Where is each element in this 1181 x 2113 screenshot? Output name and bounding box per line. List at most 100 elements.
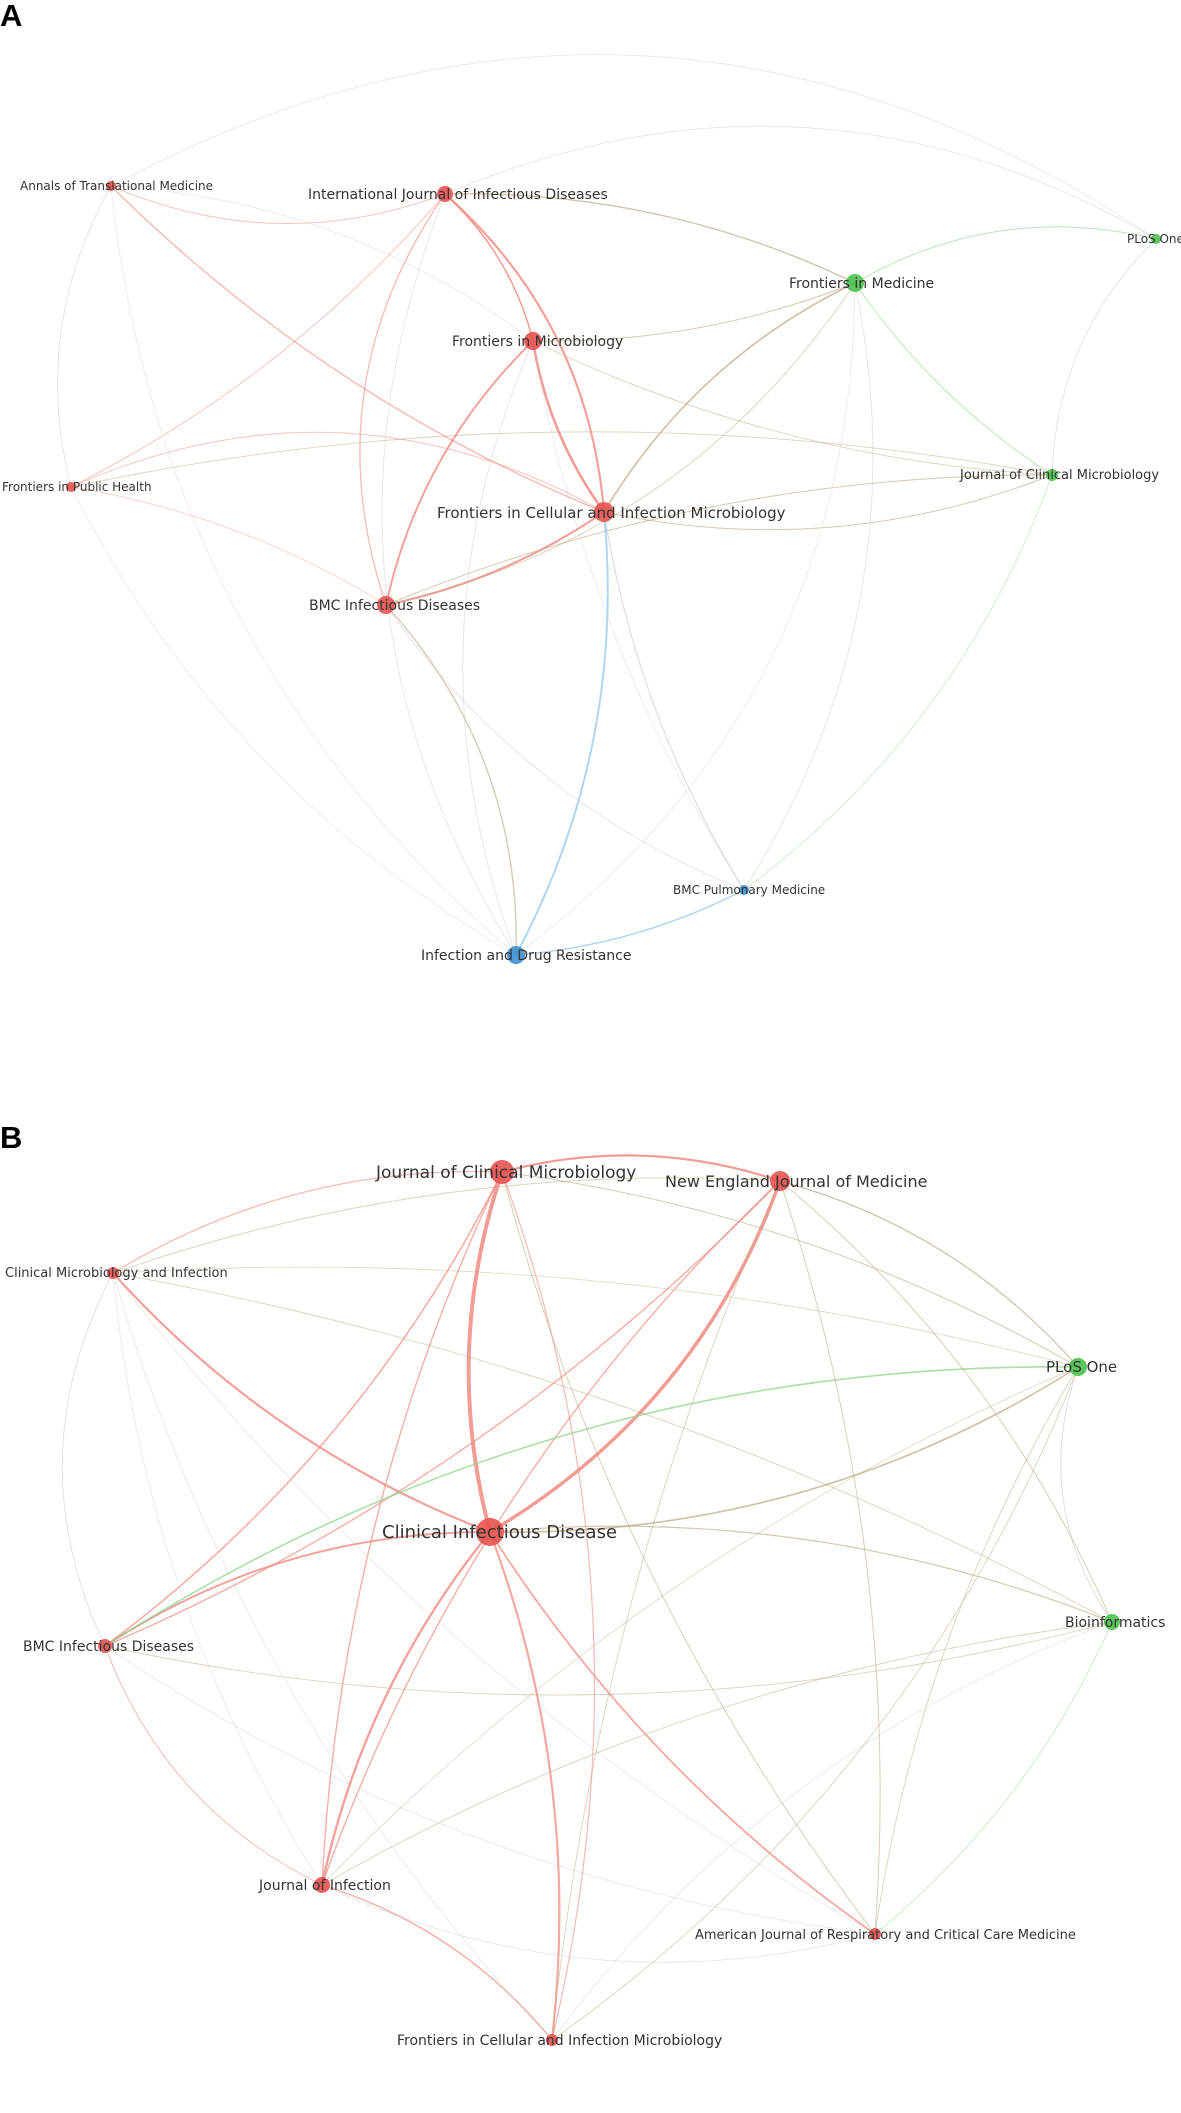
node-bmc-infectious-diseases: BMC Infectious Diseases — [23, 1639, 194, 1655]
edge — [112, 1272, 491, 1534]
node-circle — [1069, 1358, 1087, 1376]
panel-a: A Annals of Translational MedicineIntern… — [0, 0, 1181, 964]
edge — [501, 1171, 596, 2041]
edge — [112, 1272, 876, 1935]
edge — [385, 340, 534, 606]
node-clinical-microbiology-and-infection: Clinical Microbiology and Infection — [5, 1266, 228, 1281]
node-label: New England Journal of Medicine — [665, 1172, 927, 1191]
edge — [104, 1621, 1113, 1696]
edge — [61, 1272, 114, 1647]
edge — [321, 1884, 553, 2041]
node-frontiers-in-medicine: Frontiers in Medicine — [789, 274, 934, 292]
edge — [854, 282, 1053, 476]
edge — [515, 889, 745, 956]
node-annals-of-translational-medicine: Annals of Translational Medicine — [20, 179, 213, 193]
edge — [466, 1171, 504, 1533]
edge — [462, 340, 534, 956]
node-plos-one: PLoS One — [1046, 1358, 1117, 1376]
node-circle — [770, 1171, 790, 1191]
node-circle — [1046, 469, 1058, 481]
edge — [874, 1621, 1113, 1935]
edge — [743, 282, 874, 891]
edge — [444, 125, 1157, 240]
edge — [320, 1531, 491, 1886]
edge — [532, 340, 745, 891]
panel-b-letter: B — [0, 1120, 22, 1155]
node-label: International Journal of Infectious Dise… — [308, 187, 608, 203]
edges-panel-b — [61, 1154, 1113, 2041]
edge — [532, 282, 856, 342]
node-label: PLoS One — [1046, 1358, 1117, 1376]
edge — [501, 1171, 876, 1935]
edge — [444, 193, 856, 284]
edge — [385, 604, 745, 891]
node-frontiers-in-microbiology: Frontiers in Microbiology — [452, 332, 623, 350]
edge — [359, 193, 446, 606]
edge — [112, 1272, 323, 1886]
node-circle — [846, 274, 864, 292]
edge — [110, 185, 605, 513]
nodes-panel-a: Annals of Translational MedicineInternat… — [2, 179, 1181, 964]
node-circle — [1104, 1614, 1120, 1630]
edge — [779, 1180, 1079, 1368]
edge — [385, 604, 517, 956]
edge — [70, 486, 517, 956]
edge — [381, 193, 517, 956]
edge — [70, 431, 605, 513]
node-circle — [106, 181, 116, 191]
edge — [110, 185, 534, 342]
edge — [57, 185, 112, 488]
edge — [321, 1366, 1079, 1886]
node-circle — [98, 1639, 112, 1653]
node-international-journal-of-infectious-diseases: International Journal of Infectious Dise… — [308, 186, 608, 203]
node-label: Frontiers in Public Health — [2, 480, 152, 494]
edge — [110, 185, 517, 956]
edges-panel-a — [57, 54, 1157, 956]
edge — [501, 1154, 781, 1183]
node-label: Frontiers in Cellular and Infection Micr… — [437, 504, 786, 522]
edge — [531, 340, 606, 513]
node-label: Journal of Clinical Microbiology — [959, 468, 1159, 483]
edge — [112, 1170, 503, 1274]
node-bmc-pulmonary-medicine: BMC Pulmonary Medicine — [673, 883, 825, 897]
edge — [1060, 1366, 1113, 1623]
edge — [515, 511, 609, 956]
edge — [104, 1645, 323, 1886]
node-plos-one: PLoS One — [1127, 232, 1181, 246]
edge — [488, 1531, 561, 2041]
node-circle — [437, 186, 453, 202]
node-label: BMC Pulmonary Medicine — [673, 883, 825, 897]
node-label: Clinical Microbiology and Infection — [5, 1266, 228, 1281]
node-journal-of-clinical-microbiology: Journal of Clinical Microbiology — [959, 468, 1159, 483]
node-circle — [476, 1518, 504, 1546]
edge — [385, 282, 856, 606]
panel-b: B Journal of Clinical Microbiology New En… — [0, 1120, 1165, 2049]
edge — [603, 474, 1053, 531]
node-circle — [546, 2034, 558, 2046]
node-label: PLoS One — [1127, 232, 1181, 246]
node-american-journal-of-respiratory-and-critical-care-medicine: American Journal of Respiratory and Crit… — [695, 1928, 1076, 1943]
edge — [489, 1366, 1079, 1533]
node-journal-of-infection: Journal of Infection — [258, 1877, 391, 1894]
edge — [501, 1171, 1079, 1368]
edge — [321, 1180, 781, 1886]
edge — [321, 1884, 876, 1963]
node-journal-of-clinical-microbiology: Journal of Clinical Microbiology — [375, 1160, 636, 1184]
node-label: Bioinformatics — [1065, 1615, 1165, 1631]
edge — [1051, 238, 1157, 476]
node-label: Infection and Drug Resistance — [421, 948, 632, 964]
node-circle — [594, 502, 614, 522]
edge — [321, 1621, 1113, 1886]
node-circle — [869, 1928, 881, 1940]
edge — [70, 193, 446, 488]
edge — [70, 486, 387, 606]
node-label: BMC Infectious Diseases — [23, 1639, 194, 1655]
node-label: Journal of Clinical Microbiology — [375, 1163, 636, 1183]
node-label: American Journal of Respiratory and Crit… — [695, 1928, 1076, 1943]
node-bmc-infectious-diseases: BMC Infectious Diseases — [309, 596, 480, 614]
node-label: Clinical Infectious Disease — [382, 1522, 617, 1543]
edge — [112, 1266, 1079, 1368]
edge — [489, 1531, 876, 1935]
edge — [112, 1177, 781, 1274]
